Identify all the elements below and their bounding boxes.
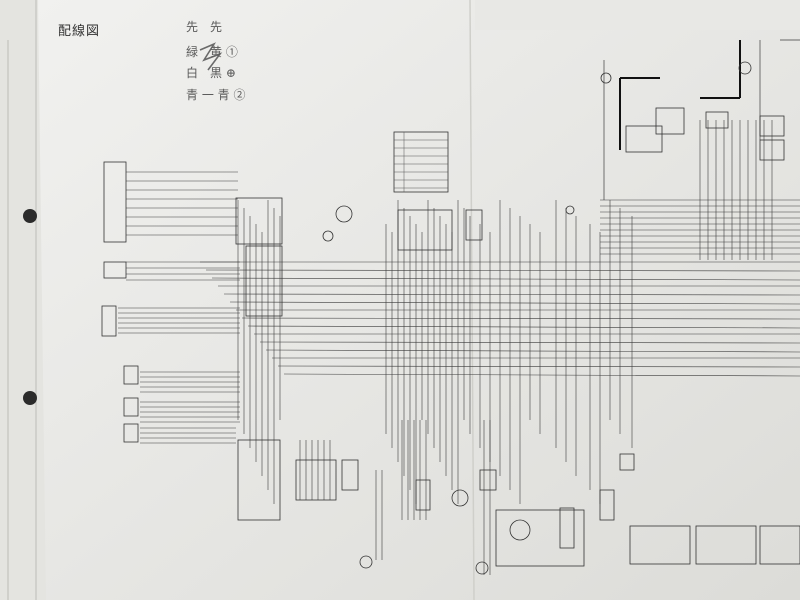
handwritten-note: 青 一 青 ② [186,88,246,102]
handwritten-note: 緑 黄 ① [186,45,238,59]
sensor-connector [341,459,359,491]
handwritten-note: 白 黒 ⊕ [186,66,236,80]
switch-connector [101,305,117,337]
connector [559,507,575,549]
diagram-title: 配線図 [58,24,101,39]
wire [247,325,800,329]
wire [211,277,800,281]
sensor-connector [123,397,139,417]
relay-box [625,125,663,153]
wire [265,349,800,353]
connector-layer [101,61,785,575]
handwritten-note: 先 先 [186,20,223,34]
fuse-box [759,139,785,161]
lamp-symbol [600,72,612,84]
motor-symbol [451,489,469,507]
ground-connector-block [237,439,281,521]
connector [599,489,615,521]
wire [283,373,800,377]
connector [479,469,497,491]
wire [229,301,800,305]
horn-symbol [335,205,353,223]
sensor-symbol [359,555,373,569]
wiring-layer [118,39,800,575]
punch-hole [23,209,37,223]
connector-block [235,197,283,245]
sensor-connector [123,365,139,385]
fuse-box [655,107,685,135]
connector [415,479,431,511]
fuse-box [759,115,785,137]
wire [223,293,800,296]
pencil-scribble [199,42,223,71]
connector-legend-boxes [495,509,800,567]
lamp-symbol [322,230,334,242]
sensor-symbol [475,561,489,575]
ecu-connector [397,209,453,251]
wire [277,365,800,368]
injector-connector [295,459,337,501]
page-fold [469,0,475,600]
punch-hole [23,391,37,405]
relay-box [705,111,729,129]
connector-block [245,245,283,317]
motor-symbol [738,61,752,75]
paper-sheet [38,0,800,600]
wire [205,269,800,272]
fuel-pump-symbol [509,519,531,541]
relay-connector [465,209,483,241]
wire [241,317,800,320]
lamp-symbol [565,205,575,215]
switch-connector [103,261,127,279]
color-legend-table [393,131,449,193]
connector [619,453,635,471]
switch-connector [103,161,127,243]
sensor-connector [123,423,139,443]
